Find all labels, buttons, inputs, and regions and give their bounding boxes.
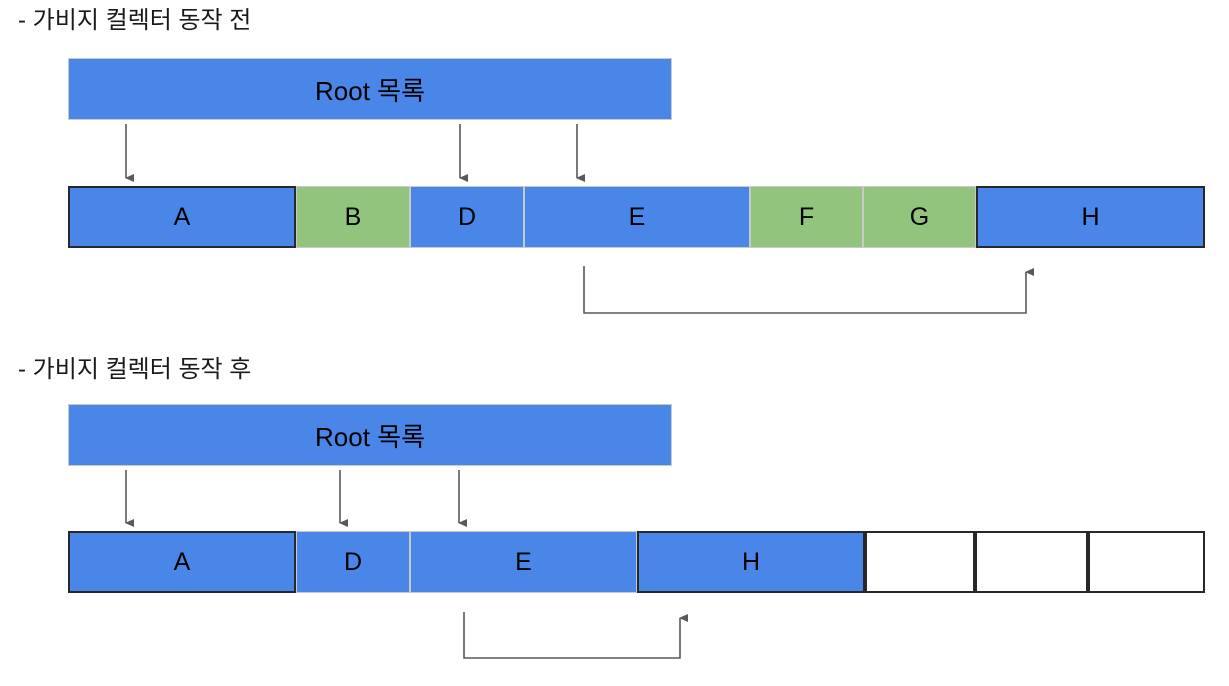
memory-block-g-before[interactable]: G	[863, 186, 976, 248]
memory-block-label: D	[457, 202, 477, 231]
memory-block-label: H	[1081, 202, 1100, 231]
root-list-label: Root 목록	[315, 75, 425, 106]
memory-block-label: A	[173, 547, 191, 576]
memory-block-d-before[interactable]: D	[410, 186, 524, 248]
memory-block-a-after[interactable]: A	[68, 531, 296, 593]
memory-block-free-2[interactable]	[975, 531, 1088, 593]
memory-block-label: E	[515, 547, 532, 576]
memory-block-f-before[interactable]: F	[750, 186, 863, 248]
memory-block-h-before[interactable]: H	[976, 186, 1205, 248]
memory-block-label: E	[628, 202, 646, 231]
memory-block-e-before[interactable]: E	[524, 186, 750, 248]
memory-block-label: F	[798, 202, 815, 231]
memory-block-h-after[interactable]: H	[637, 531, 865, 593]
root-list-box-after: Root 목록	[68, 404, 672, 466]
reference-arrow-e-to-h-after	[463, 612, 688, 659]
section-title-before: - 가비지 컬렉터 동작 전	[18, 7, 252, 34]
memory-block-label: A	[173, 202, 191, 231]
memory-block-b-before[interactable]: B	[296, 186, 410, 248]
root-list-label: Root 목록	[315, 421, 425, 452]
memory-block-label: H	[741, 547, 761, 576]
memory-block-d-after[interactable]: D	[296, 531, 410, 593]
memory-block-label: B	[344, 202, 362, 231]
memory-block-free-3[interactable]	[1088, 531, 1205, 593]
memory-block-free-1[interactable]	[865, 531, 975, 593]
memory-block-e-after[interactable]: E	[410, 531, 637, 593]
section-title-after: - 가비지 컬렉터 동작 후	[18, 356, 252, 383]
memory-block-a-before[interactable]: A	[68, 186, 296, 248]
memory-block-label: G	[909, 202, 930, 231]
root-list-box-before: Root 목록	[68, 58, 672, 120]
reference-arrow-e-to-h-before	[583, 266, 1034, 314]
memory-block-label: D	[343, 547, 363, 576]
